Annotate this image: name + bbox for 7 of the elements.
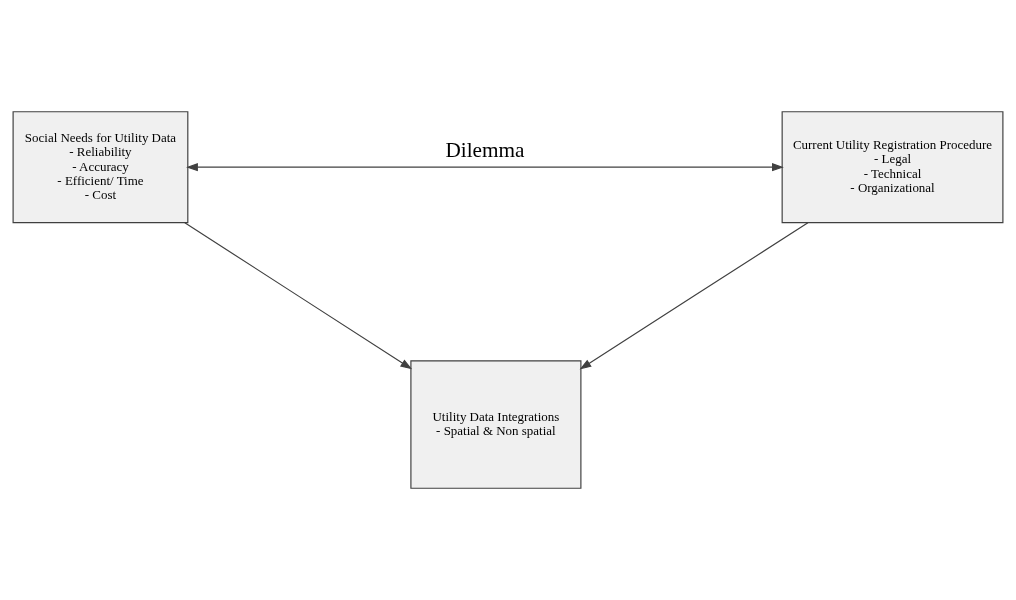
node-box: Social Needs for Utility Data - Reliability - Accuracy - Efficient/ Time - Cost bbox=[12, 111, 189, 224]
arrow bbox=[186, 163, 784, 172]
node-box: Utility Data Integrations - Spatial & Non spatial bbox=[410, 360, 582, 489]
arrow bbox=[184, 222, 413, 370]
edge-label: Dilemma bbox=[445, 138, 525, 163]
node-box: Current Utility Registration Procedure - Legal - Technical - Organizational bbox=[781, 111, 1004, 224]
arrow bbox=[579, 222, 809, 370]
